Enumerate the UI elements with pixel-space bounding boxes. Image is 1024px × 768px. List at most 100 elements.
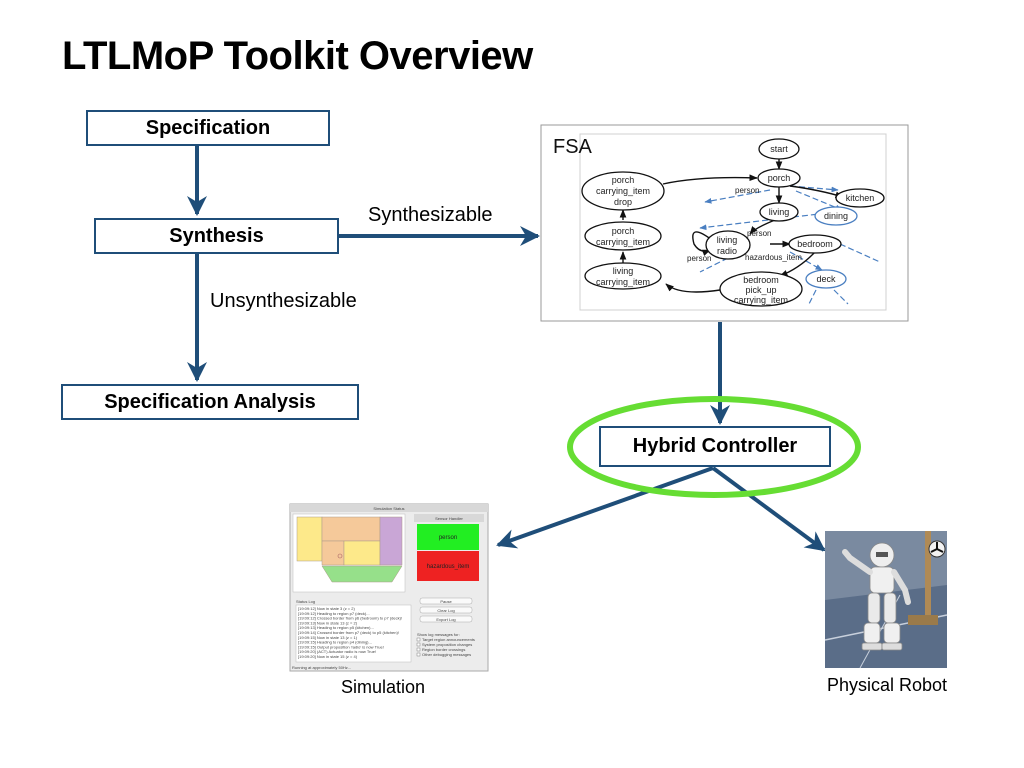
- fsa-label-carry-1: porch: [612, 226, 635, 236]
- fsa-state-deck: [805, 269, 847, 289]
- sim-status-log-label: Status Log: [296, 599, 315, 604]
- unsynthesizable-label: Unsynthesizable: [210, 290, 357, 312]
- sim-log-line: [19:09:20] Now in state 15 (z = 4): [298, 654, 358, 659]
- synthesis-box: Synthesis: [94, 218, 339, 254]
- sim-option-label: Other debugging messages: [422, 652, 471, 657]
- sim-pause-label: Pause: [440, 599, 452, 604]
- sim-log-line: [19:09:15] Heading to region p4 (dining)…: [298, 640, 372, 645]
- sim-log-line: [19:09:13] Now in state 13 (z = 2): [298, 620, 358, 625]
- fsa-label-start: start: [770, 144, 788, 154]
- fsa-label-drop-2: carrying_item: [596, 186, 650, 196]
- fsa-state-porch-carrying: [584, 221, 662, 251]
- fsa-label-dining: dining: [824, 211, 848, 221]
- sim-window-title: Simulation Status: [373, 506, 404, 511]
- fsa-label-pickup-2: pick_up: [745, 285, 776, 295]
- sim-option-checkbox[interactable]: [416, 652, 421, 657]
- sim-log-line: [19:09:15] Now in state 13 (z = 1): [298, 635, 358, 640]
- arrow-controller-to-robot: [711, 466, 826, 552]
- fsa-label-kitchen: kitchen: [846, 193, 875, 203]
- fsa-label-pickup-3: carrying_item: [734, 295, 788, 305]
- specification-box: Specification: [86, 110, 330, 146]
- sim-region-orange-2: [321, 540, 345, 566]
- sim-log-line: [19:09:12] Heading to region p7 (deck)..…: [298, 611, 370, 616]
- sim-pause-button[interactable]: [419, 597, 473, 605]
- fsa-label-lcarry-2: carrying_item: [596, 277, 650, 287]
- fsa-label-living-radio-1: living: [717, 235, 738, 245]
- sim-robot-marker: [337, 553, 343, 559]
- fsa-state-start: [758, 138, 800, 160]
- sim-export-log-button[interactable]: [419, 615, 473, 623]
- simulation-screenshot: Simulation Status Sensor Handler person …: [289, 503, 489, 672]
- sim-log-line: [19:09:12] Crossed border from p6 (bedro…: [298, 616, 402, 621]
- sim-sensor-title: Sensor Handler: [435, 516, 463, 521]
- fsa-label-living: living: [769, 207, 790, 217]
- sim-option-checkbox[interactable]: [416, 647, 421, 652]
- sim-option-label: Target region announcements: [422, 637, 475, 642]
- fsa-label-living-radio-2: radio: [717, 246, 737, 256]
- sim-log-line: [19:09:20] (ACT) Actuator radio is now T…: [298, 649, 376, 654]
- fsa-state-dining: [814, 206, 858, 226]
- fsa-state-bedroom: [788, 234, 842, 254]
- sim-log-box: [295, 604, 412, 663]
- fsa-edge-person-c: person: [687, 254, 711, 263]
- fsa-label-drop-1: porch: [612, 175, 635, 185]
- sim-option-checkbox[interactable]: [416, 637, 421, 642]
- slide-title: LTLMoP Toolkit Overview: [62, 34, 533, 78]
- simulation-caption: Simulation: [340, 677, 426, 697]
- sim-log-line: [19:09:14] Crossed border from p7 (deck)…: [298, 630, 399, 635]
- specification-analysis-label: Specification Analysis: [104, 390, 316, 413]
- fsa-label-deck: deck: [816, 274, 836, 284]
- fsa-state-living-radio: [705, 230, 751, 260]
- sim-status-bar: Running at approximately 50Hz...: [292, 665, 351, 670]
- arrow-controller-to-simulation: [496, 466, 714, 549]
- sim-log-line: [19:09:12] Now in state 3 (z = 2): [298, 606, 355, 611]
- sim-clear-log-button[interactable]: [419, 606, 473, 614]
- sim-show-log-label: Show log messages for:: [417, 632, 460, 637]
- fsa-label-carry-2: carrying_item: [596, 237, 650, 247]
- specification-label: Specification: [145, 116, 271, 139]
- sim-log-line: [19:09:15] Output proposition 'radio' is…: [298, 644, 384, 649]
- sim-log-lines: [19:09:12] Now in state 3 (z = 2)[19:09:…: [298, 606, 402, 659]
- highlight-ring: [567, 396, 861, 498]
- fsa-label-bedroom: bedroom: [797, 239, 833, 249]
- fsa-edge-person-b: person: [747, 229, 771, 238]
- sim-export-log-label: Export Log: [436, 617, 455, 622]
- sim-region-orange: [321, 516, 381, 542]
- sim-region-purple: [379, 516, 403, 566]
- sim-region-yellow-mid: [343, 540, 381, 566]
- robot-photo: [824, 531, 948, 669]
- sim-log-line: [19:09:13] Heading to region p5 (kitchen…: [298, 625, 374, 630]
- sim-clear-log-label: Clear Log: [437, 608, 454, 613]
- fsa-label-pickup-1: bedroom: [743, 275, 779, 285]
- sim-region-green: [321, 565, 403, 583]
- synthesizable-label: Synthesizable: [368, 204, 493, 226]
- sim-sensor-person: [417, 524, 479, 550]
- fsa-state-living-carrying: [584, 262, 662, 290]
- specification-analysis-box: Specification Analysis: [61, 384, 359, 420]
- sim-option-checkbox[interactable]: [416, 642, 421, 647]
- fsa-label-porch: porch: [768, 173, 791, 183]
- sim-option-label: Region border crossings: [422, 647, 465, 652]
- fsa-edge-hazardous: hazardous_item: [745, 253, 802, 262]
- physical-robot-caption: Physical Robot: [826, 675, 948, 695]
- fsa-state-living: [759, 202, 799, 222]
- hybrid-controller-box: Hybrid Controller: [599, 426, 831, 467]
- sim-sensor-hazard-label: hazardous_item: [427, 564, 470, 570]
- fsa-state-bedroom-pickup: [719, 271, 803, 307]
- fsa-state-porch-drop: [581, 171, 665, 211]
- fsa-label-drop-3: drop: [614, 197, 632, 207]
- sim-sensor-hazard: [417, 551, 479, 581]
- synthesis-label: Synthesis: [169, 224, 264, 247]
- fsa-state-kitchen: [835, 188, 885, 208]
- hybrid-controller-label: Hybrid Controller: [632, 435, 798, 457]
- sim-option-label: System proposition changes: [422, 642, 472, 647]
- fsa-edge-person-a: person: [735, 186, 759, 195]
- sim-region-yellow-left: [296, 516, 323, 562]
- fsa-label-lcarry-1: living: [613, 266, 634, 276]
- fsa-state-porch: [757, 168, 801, 188]
- sim-sensor-person-label: person: [439, 535, 457, 541]
- fsa-diagram: start porch kitchen living dining living…: [540, 124, 909, 322]
